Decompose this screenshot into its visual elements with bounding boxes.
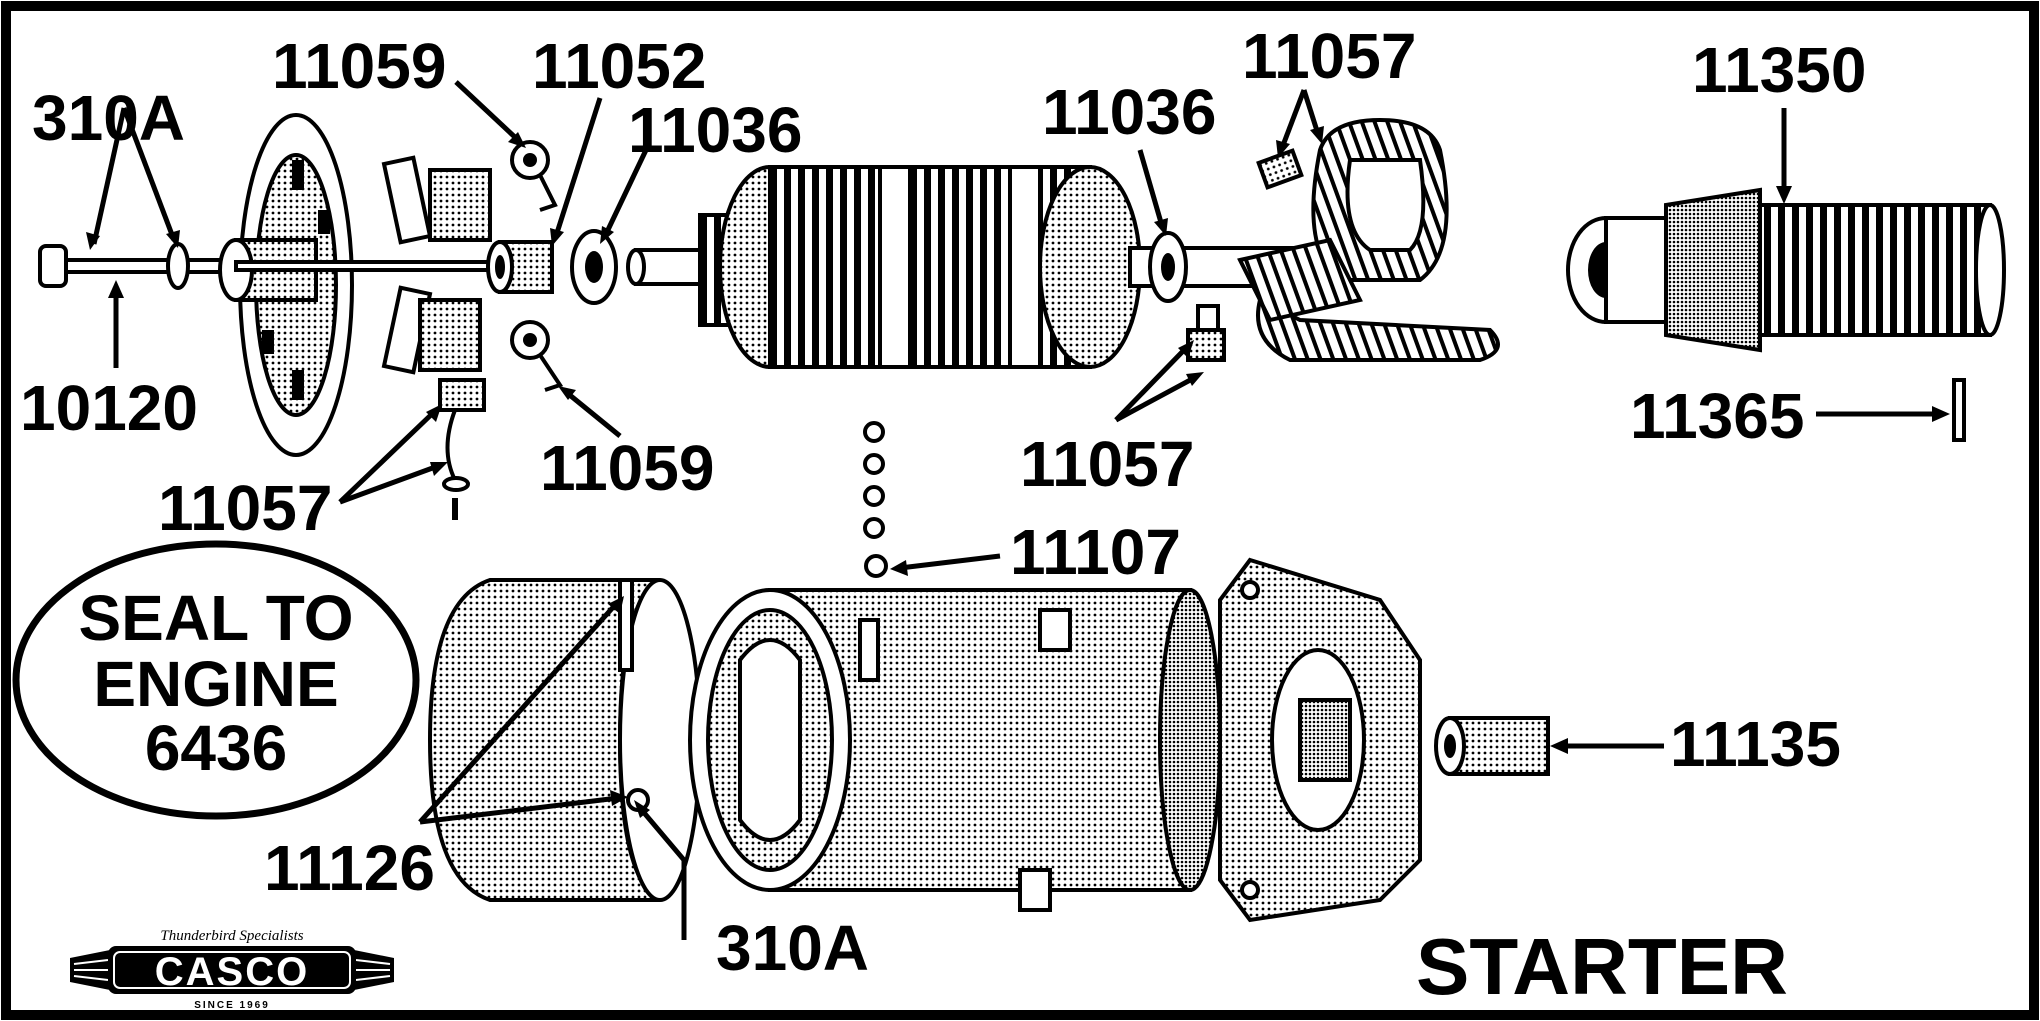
label-11036-right: 11036 xyxy=(1042,76,1216,148)
part-bushing-11135 xyxy=(1434,716,1550,776)
part-through-bolt xyxy=(38,242,238,290)
label-310a-bottom: 310A xyxy=(716,912,869,984)
part-starter-housing xyxy=(688,588,1222,912)
leader-lines xyxy=(86,80,1950,940)
part-terminal-hardware xyxy=(858,421,894,616)
label-11057-left: 11057 xyxy=(158,472,332,544)
part-drive-11350 xyxy=(1566,187,2006,353)
label-310a-top: 310A xyxy=(32,82,185,154)
logo-tagline: Thunderbird Specialists xyxy=(160,928,303,944)
label-11365: 11365 xyxy=(1630,380,1804,452)
seal-note-line2: ENGINE xyxy=(93,648,338,720)
part-pin-11365 xyxy=(1952,378,1966,442)
label-11052: 11052 xyxy=(532,30,706,102)
part-bushing-11052 xyxy=(486,240,554,294)
label-11135: 11135 xyxy=(1670,708,1841,780)
part-brush-lower-left xyxy=(438,378,486,520)
label-10120: 10120 xyxy=(20,372,198,444)
label-11057-right: 11057 xyxy=(1020,428,1194,500)
label-11107: 11107 xyxy=(1010,516,1181,588)
part-brush-right xyxy=(1186,304,1226,362)
logo-since: SINCE 1969 xyxy=(194,1000,270,1011)
logo-wordmark: CASCO xyxy=(155,950,309,994)
part-spring-bottom xyxy=(510,320,564,392)
label-11350: 11350 xyxy=(1692,34,1866,106)
part-washer-right xyxy=(1148,231,1188,303)
part-brush-top xyxy=(1256,148,1304,190)
label-11057-top: 11057 xyxy=(1242,20,1416,92)
label-11059-top: 11059 xyxy=(272,30,446,102)
part-washer-left xyxy=(570,229,618,305)
label-11036-left: 11036 xyxy=(628,94,802,166)
casco-logo: Thunderbird Specialists CASCO SINCE 1969 xyxy=(70,928,394,1011)
seal-note-line3: 6436 xyxy=(145,712,287,784)
part-field-coils xyxy=(1237,117,1500,362)
part-drive-end-plate xyxy=(1218,557,1422,923)
label-11126: 11126 xyxy=(264,832,435,904)
part-cover-band xyxy=(427,578,702,902)
label-11059-bottom: 11059 xyxy=(540,432,714,504)
seal-note-line1: SEAL TO xyxy=(78,582,353,654)
seal-note: SEAL TO ENGINE 6436 xyxy=(12,540,420,820)
diagram-title: STARTER xyxy=(1416,922,1788,1011)
part-spring-top xyxy=(510,140,558,212)
part-commutator-end-plate xyxy=(218,113,354,457)
